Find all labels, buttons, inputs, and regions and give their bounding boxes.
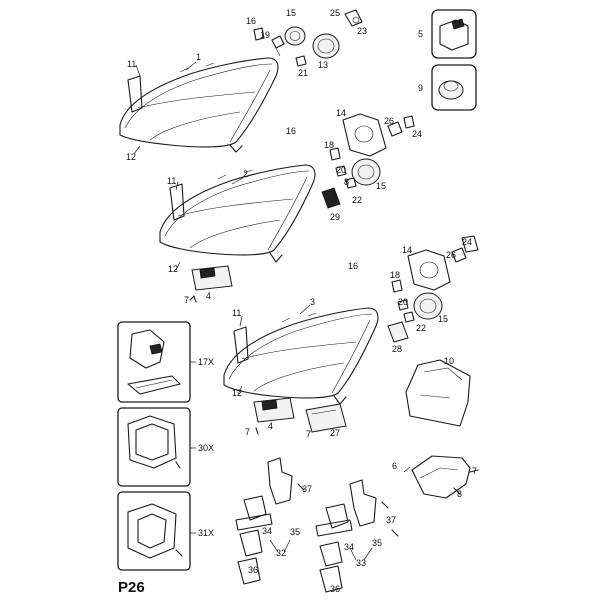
- callout-21: 21: [298, 68, 308, 78]
- callout-29: 29: [330, 212, 340, 222]
- callout-16: 16: [246, 16, 256, 26]
- callout-32: 32: [276, 548, 286, 558]
- callout-35: 35: [290, 527, 300, 537]
- callout-31x: 31X: [198, 528, 214, 538]
- callout-10: 10: [444, 356, 454, 366]
- callout-12: 12: [126, 152, 136, 162]
- callout-12: 12: [232, 388, 242, 398]
- callout-15: 15: [438, 314, 448, 324]
- callout-37: 37: [302, 484, 312, 494]
- callout-16: 16: [286, 126, 296, 136]
- callout-30x: 30X: [198, 443, 214, 453]
- callout-37: 37: [386, 515, 396, 525]
- callout-25: 25: [330, 8, 340, 18]
- callout-34: 34: [344, 542, 354, 552]
- page-label: P26: [118, 579, 145, 596]
- callout-9: 9: [418, 83, 423, 93]
- callout-8: 8: [457, 489, 462, 499]
- callout-26: 26: [446, 250, 456, 260]
- callout-28: 28: [392, 344, 402, 354]
- callout-labels: 1 11 12 16 15 19 21 13 25 23 5 9 14 26 2…: [126, 8, 477, 594]
- callout-11: 11: [167, 176, 176, 186]
- top-fittings: [253, 9, 363, 67]
- callout-36: 36: [248, 565, 258, 575]
- callout-18: 18: [390, 270, 400, 280]
- callout-20: 20: [336, 165, 346, 175]
- callout-1: 1: [196, 52, 201, 62]
- callout-15: 15: [376, 181, 386, 191]
- level-sensor-right: [315, 479, 399, 593]
- callout-19: 19: [260, 30, 270, 40]
- headlamp-3: [223, 307, 379, 405]
- callout-24: 24: [412, 129, 422, 139]
- callout-17x: 17X: [198, 357, 214, 367]
- callout-23: 23: [357, 26, 367, 36]
- headlamp-2: [159, 164, 316, 263]
- callout-5: 5: [418, 29, 423, 39]
- callout-11: 11: [127, 59, 136, 69]
- callout-33: 33: [356, 558, 366, 568]
- control-units: [189, 265, 347, 435]
- callout-24: 24: [462, 237, 472, 247]
- callout-7: 7: [472, 466, 477, 476]
- callout-15: 15: [286, 8, 296, 18]
- callout-22: 22: [352, 195, 362, 205]
- box-5: [431, 9, 477, 59]
- leader-lines: [133, 61, 411, 561]
- callout-4: 4: [268, 421, 273, 431]
- bracket-6: [411, 455, 479, 499]
- bracket-group-upper: [321, 113, 415, 209]
- headlamp-1: [119, 57, 279, 153]
- callout-4: 4: [206, 291, 211, 301]
- callout-22: 22: [416, 323, 426, 333]
- bracket-group-lower: [387, 235, 479, 343]
- callout-14: 14: [402, 245, 412, 255]
- callout-12: 12: [168, 264, 178, 274]
- box-9: [431, 64, 477, 111]
- cover-panel-10: [405, 359, 471, 427]
- level-sensor-left: [235, 457, 305, 585]
- callout-7: 7: [184, 295, 189, 305]
- box-30x: [117, 407, 191, 487]
- callout-8: 8: [344, 177, 349, 187]
- callout-3: 3: [310, 297, 315, 307]
- callout-13: 13: [318, 60, 328, 70]
- callout-36: 36: [330, 584, 340, 594]
- callout-26: 26: [384, 116, 394, 126]
- callout-2: 2: [243, 169, 248, 179]
- callout-20: 20: [398, 297, 408, 307]
- callout-27: 27: [330, 428, 340, 438]
- callout-14: 14: [336, 108, 346, 118]
- callout-7: 7: [245, 427, 250, 437]
- callout-16: 16: [348, 261, 358, 271]
- box-31x: [117, 491, 191, 571]
- callout-18: 18: [324, 140, 334, 150]
- callout-34: 34: [262, 526, 272, 536]
- callout-6: 6: [392, 461, 397, 471]
- callout-11: 11: [232, 308, 241, 318]
- callout-7: 7: [306, 429, 311, 439]
- box-17x: [117, 321, 191, 403]
- callout-35: 35: [372, 538, 382, 548]
